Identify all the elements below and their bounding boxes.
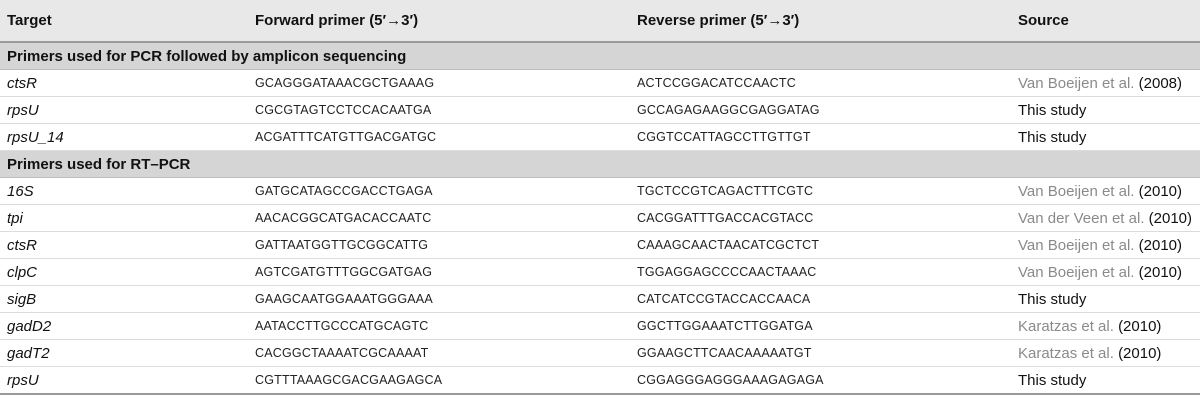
section-title: Primers used for RT–PCR (0, 150, 1200, 178)
cell-reverse: GGCTTGGAAATCTTGGATGA (630, 312, 1011, 340)
cell-target: gadD2 (0, 312, 248, 340)
header-row: Target Forward primer (5′→3′) Reverse pr… (0, 0, 1200, 43)
cell-reverse: GCCAGAGAAGGCGAGGATAG (630, 96, 1011, 124)
source-year[interactable]: (2010) (1118, 344, 1162, 362)
cell-source[interactable]: Van Boeijen et al. (2010) (1011, 177, 1200, 205)
cell-forward: ACGATTTCATGTTGACGATGC (248, 123, 630, 151)
source-authors[interactable]: Van Boeijen et al. (1018, 74, 1135, 92)
source-year[interactable]: (2010) (1148, 209, 1193, 227)
section-title: Primers used for PCR followed by amplico… (0, 42, 1200, 70)
source-authors: This study (1018, 101, 1087, 119)
table-row: gadD2 AATACCTTGCCCATGCAGTC GGCTTGGAAATCT… (0, 312, 1200, 340)
cell-target: 16S (0, 177, 248, 205)
cell-target: rpsU_14 (0, 123, 248, 151)
source-year[interactable]: (2010) (1118, 317, 1162, 335)
table-row: rpsU CGTTTAAAGCGACGAAGAGCA CGGAGGGAGGGAA… (0, 366, 1200, 395)
cell-forward: CACGGCTAAAATCGCAAAAT (248, 339, 630, 367)
source-authors[interactable]: Van Boeijen et al. (1018, 182, 1135, 200)
cell-target: tpi (0, 204, 248, 232)
cell-forward: CGTTTAAAGCGACGAAGAGCA (248, 366, 630, 395)
cell-target: ctsR (0, 69, 248, 97)
table-row: ctsR GATTAATGGTTGCGGCATTG CAAAGCAACTAACA… (0, 231, 1200, 259)
cell-source: This study (1011, 285, 1200, 313)
cell-reverse: CGGAGGGAGGGAAAGAGAGA (630, 366, 1011, 395)
table-row: tpi AACACGGCATGACACCAATC CACGGATTTGACCAC… (0, 204, 1200, 232)
cell-reverse: CGGTCCATTAGCCTTGTTGT (630, 123, 1011, 151)
cell-source: This study (1011, 366, 1200, 395)
cell-source: This study (1011, 123, 1200, 151)
cell-reverse: CAAAGCAACTAACATCGCTCT (630, 231, 1011, 259)
source-authors[interactable]: Karatzas et al. (1018, 344, 1114, 362)
table-body: Primers used for PCR followed by amplico… (0, 42, 1200, 395)
header-target: Target (0, 0, 248, 43)
cell-source[interactable]: Van der Veen et al. (2010) (1011, 204, 1200, 232)
cell-source[interactable]: Karatzas et al. (2010) (1011, 339, 1200, 367)
cell-target: gadT2 (0, 339, 248, 367)
table-row: gadT2 CACGGCTAAAATCGCAAAAT GGAAGCTTCAACA… (0, 339, 1200, 367)
source-year[interactable]: (2010) (1138, 182, 1183, 200)
section-row: Primers used for PCR followed by amplico… (0, 42, 1200, 70)
cell-forward: AACACGGCATGACACCAATC (248, 204, 630, 232)
cell-reverse: ACTCCGGACATCCAACTC (630, 69, 1011, 97)
cell-forward: AGTCGATGTTTGGCGATGAG (248, 258, 630, 286)
cell-source: This study (1011, 96, 1200, 124)
cell-target: rpsU (0, 366, 248, 395)
source-year[interactable]: (2008) (1138, 74, 1183, 92)
source-authors[interactable]: Van der Veen et al. (1018, 209, 1145, 227)
cell-forward: CGCGTAGTCCTCCACAATGA (248, 96, 630, 124)
cell-source[interactable]: Van Boeijen et al. (2010) (1011, 231, 1200, 259)
table-row: rpsU_14 ACGATTTCATGTTGACGATGC CGGTCCATTA… (0, 123, 1200, 151)
cell-source[interactable]: Van Boeijen et al. (2008) (1011, 69, 1200, 97)
header-forward-primer: Forward primer (5′→3′) (248, 0, 630, 43)
cell-source[interactable]: Van Boeijen et al. (2010) (1011, 258, 1200, 286)
cell-forward: GAAGCAATGGAAATGGGAAA (248, 285, 630, 313)
section-row: Primers used for RT–PCR (0, 150, 1200, 178)
table-row: clpC AGTCGATGTTTGGCGATGAG TGGAGGAGCCCCAA… (0, 258, 1200, 286)
table-row: 16S GATGCATAGCCGACCTGAGA TGCTCCGTCAGACTT… (0, 177, 1200, 205)
cell-source[interactable]: Karatzas et al. (2010) (1011, 312, 1200, 340)
source-authors[interactable]: Karatzas et al. (1018, 317, 1114, 335)
source-authors[interactable]: Van Boeijen et al. (1018, 263, 1135, 281)
cell-target: rpsU (0, 96, 248, 124)
table-row: ctsR GCAGGGATAAACGCTGAAAG ACTCCGGACATCCA… (0, 69, 1200, 97)
source-authors: This study (1018, 371, 1087, 389)
cell-forward: GCAGGGATAAACGCTGAAAG (248, 69, 630, 97)
source-year[interactable]: (2010) (1138, 236, 1183, 254)
cell-reverse: CATCATCCGTACCACCAACA (630, 285, 1011, 313)
cell-forward: AATACCTTGCCCATGCAGTC (248, 312, 630, 340)
cell-forward: GATGCATAGCCGACCTGAGA (248, 177, 630, 205)
cell-target: clpC (0, 258, 248, 286)
source-authors: This study (1018, 290, 1087, 308)
header-source: Source (1011, 0, 1200, 43)
source-authors: This study (1018, 128, 1087, 146)
cell-target: sigB (0, 285, 248, 313)
cell-reverse: TGGAGGAGCCCCAACTAAAC (630, 258, 1011, 286)
cell-reverse: GGAAGCTTCAACAAAAATGT (630, 339, 1011, 367)
header-reverse-primer: Reverse primer (5′→3′) (630, 0, 1011, 43)
cell-reverse: CACGGATTTGACCACGTACC (630, 204, 1011, 232)
cell-forward: GATTAATGGTTGCGGCATTG (248, 231, 630, 259)
source-year[interactable]: (2010) (1138, 263, 1183, 281)
table-row: sigB GAAGCAATGGAAATGGGAAA CATCATCCGTACCA… (0, 285, 1200, 313)
source-authors[interactable]: Van Boeijen et al. (1018, 236, 1135, 254)
table-header: Target Forward primer (5′→3′) Reverse pr… (0, 0, 1200, 43)
cell-reverse: TGCTCCGTCAGACTTTCGTC (630, 177, 1011, 205)
table-row: rpsU CGCGTAGTCCTCCACAATGA GCCAGAGAAGGCGA… (0, 96, 1200, 124)
cell-target: ctsR (0, 231, 248, 259)
